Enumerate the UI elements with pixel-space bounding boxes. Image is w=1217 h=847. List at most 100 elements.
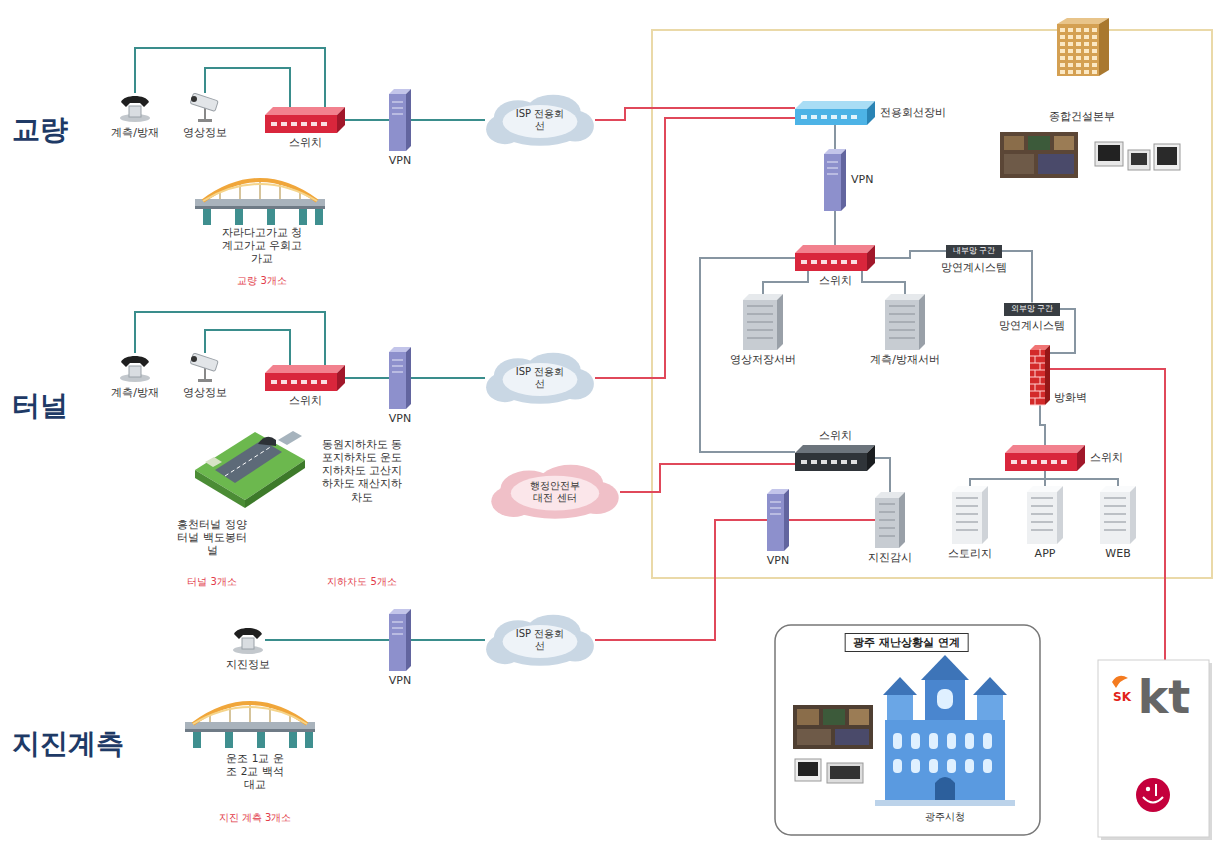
server-slot	[879, 536, 895, 537]
building-window	[1076, 56, 1081, 60]
seismic-sensor-icon-shape	[231, 625, 265, 655]
city-hall-window	[947, 759, 956, 773]
node-inner	[775, 625, 1040, 835]
server-slot	[889, 338, 915, 339]
network-switch: 스위치	[265, 365, 345, 391]
building-window	[1060, 70, 1065, 74]
server-slot	[747, 338, 773, 339]
server-slot	[879, 512, 895, 513]
device-port	[301, 380, 307, 384]
tunnel-illustration	[195, 432, 305, 500]
device-top	[795, 101, 875, 109]
connector	[411, 119, 485, 121]
server-slot	[889, 306, 915, 307]
server-top	[743, 294, 783, 300]
firewall-brick	[1030, 405, 1045, 406]
city-hall-tower	[977, 695, 1003, 720]
device-front	[795, 453, 867, 471]
server-side	[899, 492, 905, 548]
tower-slot	[392, 372, 403, 373]
device-port	[841, 460, 847, 464]
building-side	[1099, 18, 1109, 76]
desk-monitor	[795, 759, 821, 781]
ministry-cloud: 행정안전부 대전 센터	[490, 463, 620, 521]
line-equipment: 전용회선장비	[795, 101, 875, 125]
node-label: kt	[1138, 670, 1191, 725]
server-slot	[747, 306, 773, 307]
building-window	[1092, 63, 1097, 67]
node-inner	[231, 625, 265, 655]
firewall-brick	[1040, 349, 1041, 356]
building-window	[1068, 35, 1073, 39]
city-hall-window	[937, 689, 953, 709]
node-label: VPN	[389, 674, 411, 687]
web-server-shape	[1100, 486, 1136, 544]
sensor-body	[242, 638, 254, 649]
building-window	[1092, 35, 1097, 39]
network-switch-shape	[1005, 445, 1085, 471]
connector	[834, 125, 836, 149]
device-port	[831, 115, 837, 119]
tower-slot	[827, 168, 838, 169]
connector	[345, 119, 389, 121]
city-hall-window	[929, 759, 938, 773]
app-server: APP	[1027, 486, 1063, 544]
seismic-server: 지진감시	[875, 492, 905, 548]
node-label: VPN	[389, 412, 411, 425]
device-side	[867, 101, 875, 125]
device-port	[831, 460, 837, 464]
tower-slot	[770, 514, 781, 515]
server-slot	[747, 322, 773, 323]
monitor-tile	[849, 709, 869, 725]
sensor-icon-shape	[118, 93, 152, 123]
network-switch: 스위치	[265, 107, 345, 133]
device-port	[1011, 460, 1017, 464]
device-side	[1077, 445, 1085, 471]
server-slot	[1104, 530, 1126, 531]
connector	[1050, 369, 1165, 660]
cloud-shape	[503, 105, 578, 138]
connector	[1040, 405, 1045, 445]
server-slot	[956, 514, 978, 515]
firewall-brick	[1030, 391, 1045, 392]
node-inner	[885, 294, 925, 350]
monitoring-server-shape	[885, 294, 925, 350]
firewall-brick	[1030, 384, 1045, 385]
device-front	[795, 109, 867, 125]
connector	[1002, 251, 1032, 303]
tower-side	[784, 489, 789, 551]
site-list: 흥천터널 정양터널 백도봉터널	[176, 518, 248, 557]
building-window	[1068, 70, 1073, 74]
firewall-brick	[1040, 363, 1041, 370]
sensor-body	[129, 106, 141, 117]
building-window	[1076, 42, 1081, 46]
node-inner	[824, 149, 846, 211]
city-hall-window	[965, 733, 974, 749]
device-port	[1041, 460, 1047, 464]
firewall-brick	[1030, 363, 1045, 364]
node-label: 행정안전부 대전 센터	[527, 480, 583, 504]
tower-slot	[827, 162, 838, 163]
tower-slot	[392, 102, 403, 103]
device-port	[851, 460, 857, 464]
node-label: 광주시청	[925, 811, 965, 823]
device-port	[801, 460, 807, 464]
server-top	[1100, 486, 1136, 492]
lg-logo-eye	[1146, 787, 1150, 791]
device-port	[281, 122, 287, 126]
server-front	[1027, 492, 1057, 544]
node-label: 계측/방재	[111, 126, 159, 139]
server-slot	[1031, 498, 1053, 499]
tag-box	[946, 245, 1002, 258]
control-room-monitors	[1000, 132, 1180, 178]
headquarters-building: 종합건설본부	[1051, 14, 1113, 76]
node-inner	[743, 294, 783, 350]
cloud-shape	[503, 363, 578, 396]
control-room-monitors	[1154, 144, 1180, 170]
storage-server-shape	[952, 486, 988, 544]
server-slot	[1104, 522, 1126, 523]
building-window	[1060, 63, 1065, 67]
desk-monitor	[827, 763, 863, 783]
monitoring-server: 계측/방재서버	[885, 294, 925, 350]
